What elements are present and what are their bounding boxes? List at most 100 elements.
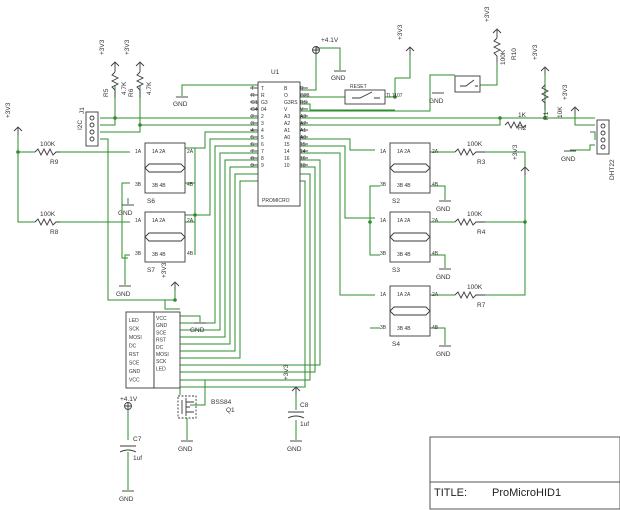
r1-name: R1 [543,111,550,120]
mcu-right-pin-label: 10 [284,163,290,169]
mcu-right-pin-number: G23 [300,93,310,99]
switch-ic-body [144,211,186,263]
lcd-net-label: DC [156,345,164,351]
switch-ic-inner [389,163,431,173]
r2-value: 1K [518,112,527,119]
lcd-pin-label: SCE [129,361,140,367]
mcu-left-pin-label: R [261,93,265,99]
gnd-label-s7: GND [116,291,131,298]
switch-ic-body [144,142,186,194]
j1-name: J1 [79,107,86,114]
r6-name: R6 [128,88,135,97]
net-wires [17,47,596,490]
lcd-pin-label: DC [129,344,137,350]
lcd-pin-labels: LEDSCKMOSIDCRSTSCEGNDVCCVCCGNDSCERSTDCMO… [129,316,169,384]
switch-pin-2a: 2A [187,218,194,224]
gnd-label-c7: GND [119,496,134,503]
switch-pin-2a: 2A [432,218,439,224]
r10-value: 100K [500,49,507,65]
reset-part: TL1107 [386,93,403,99]
switch-pin-3b: 3B [135,251,142,257]
switch-pin-2a: 2A [187,149,194,155]
mcu-left-pin-number: T [251,86,254,92]
j1-label: I2C [77,120,84,130]
r7-value: 100K [467,284,483,291]
mcu-left-pin-number: G1 [251,100,258,106]
lcd-pin-label: GND [129,369,141,375]
gnd-label-c8: GND [287,446,302,453]
c7-value: 1uf [133,455,142,462]
title-label: TITLE: [434,487,467,499]
switch-pin-4b: 4B [187,182,194,188]
gnd-label-q1: GND [178,446,193,453]
gnd-label-3: GND [429,98,444,105]
switch-pin-1a: 1A [380,149,387,155]
switch-inner-bottom: 3B 4B [397,326,411,332]
r4-value: 100K [467,211,483,218]
lcd-pin-label: SCK [129,327,140,333]
switch-inner-top: 1A 2A [152,218,166,224]
c8-value: 1uf [300,421,309,428]
switch-ic-inner [144,232,186,242]
mcu-right-pin-label: 15 [284,142,290,148]
r5-value: 4.7K [121,81,128,95]
r4-name: R4 [477,229,486,236]
v33-label-right: +3V3 [512,144,519,160]
gnd-label-s6: GND [118,210,133,217]
mcu-left-pin-label: 7 [261,149,264,155]
lcd-net-label: MOSI [156,352,169,358]
switch-ic-inner [389,232,431,242]
resistors: R5 4.7K R6 4.7K R10 100K R1 10K R2 1K 10… [34,37,564,309]
transistor-q1: BSS84 Q1 [177,395,235,419]
lcd-net-label: GND [156,323,168,329]
v33-label-lcd: +3V3 [161,262,168,278]
c7-name: C7 [133,436,142,443]
switch-ic-name: S6 [147,198,155,205]
v33-label-r10: +3V3 [484,6,491,22]
switch-pin-4b: 4B [187,251,194,257]
switch-inner-top: 1A 2A [397,292,411,298]
switch-ic-inner [144,163,186,173]
switch-inner-top: 1A 2A [397,218,411,224]
title-value: ProMicroHID1 [492,487,561,499]
gnd-label-s4: GND [436,351,451,358]
mcu-left-pin-number: 3 [251,121,254,127]
switch-inner-bottom: 3B 4B [152,252,166,258]
gnd-label-1: GND [173,101,188,108]
mcu-left-pin-label: G3 [261,100,268,106]
reset-label: RESET [350,84,367,90]
v41-label-top: +4.1V [321,37,339,44]
v41-label-c7: +4.1V [120,396,138,403]
r10-name: R10 [511,48,518,60]
switch-inner-top: 1A 2A [152,149,166,155]
switch-ic-body [389,211,431,263]
mcu-right-pin-number: 15 [300,142,306,148]
mcu-left-pin-label: 4 [261,128,264,134]
lcd-net-label: SCK [156,359,167,365]
mcu-left-pin-number: 2 [251,114,254,120]
mcu-right-pin-label: A0 [284,135,290,141]
mcu-left-pin-label: 2 [261,114,264,120]
r9-value: 100K [40,141,56,148]
mcu-right-pin-number: 10 [300,163,306,169]
lcd-pin-label: LED [129,318,139,324]
switch-pin-3b: 3B [380,182,387,188]
gnd-label-lcd: GND [190,327,205,334]
v33-label-r1: +3V3 [532,44,539,60]
mcu-left-pin-label: 3 [261,121,264,127]
button-r10 [454,75,481,93]
mcu-left-pin-label: 9 [261,163,264,169]
switch-pin-3b: 3B [135,182,142,188]
switch-pin-4b: 4B [432,182,439,188]
mcu-right-pin-label: B [284,86,288,92]
connector-j1: J1 I2C [77,107,99,147]
mcu-right-pin-number: A2 [300,121,306,127]
title-block: TITLE: ProMicroHID1 [429,436,620,510]
switch-inner-top: 1A 2A [397,149,411,155]
mcu-left-pin-label: 8 [261,156,264,162]
